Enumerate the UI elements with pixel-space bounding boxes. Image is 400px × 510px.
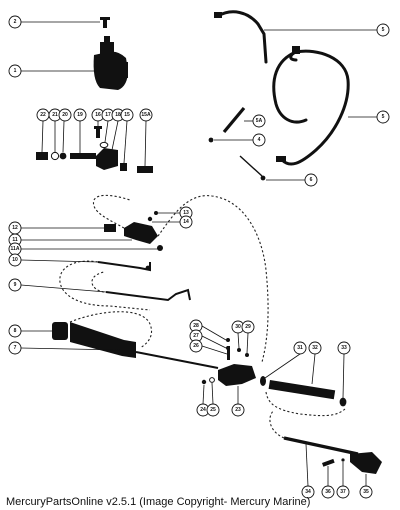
- part-16-screw: [94, 126, 102, 138]
- callout-15A: 15A: [141, 112, 151, 118]
- callout-26: 26: [193, 343, 199, 349]
- part-35-end-fitting: [350, 452, 382, 474]
- callout-32: 32: [312, 345, 318, 351]
- callout-23: 23: [235, 407, 241, 413]
- part-8-cylinder-cap: [52, 322, 68, 340]
- callout-20: 20: [62, 112, 68, 118]
- callout-5-upper: 5: [382, 27, 385, 33]
- callout-4: 4: [258, 137, 261, 143]
- part-15A-sleeve: [137, 166, 153, 173]
- callouts: 2 1 22 21 20 19 16 17 18 15 15A: [8, 15, 390, 499]
- part-19-rod: [70, 153, 96, 159]
- part-9-tube: [105, 288, 191, 302]
- callout-5-coil: 5: [382, 114, 385, 120]
- part-24-nut: [201, 379, 207, 385]
- part-33-cap: [339, 397, 347, 407]
- callout-30: 30: [235, 324, 241, 330]
- callout-21: 21: [52, 112, 58, 118]
- callout-17: 17: [105, 112, 111, 118]
- part-17-oring: [99, 141, 109, 149]
- callout-14: 14: [183, 219, 189, 225]
- callout-28: 28: [193, 323, 199, 329]
- part-18-valve-body: [96, 148, 118, 170]
- part-10-tube: [97, 261, 151, 272]
- callout-31: 31: [297, 345, 303, 351]
- part-14-nut: [147, 216, 153, 222]
- part-20-washer: [59, 152, 67, 160]
- callout-15: 15: [124, 112, 130, 118]
- callout-19: 19: [77, 112, 83, 118]
- part-37-clip: [341, 458, 345, 462]
- part-6-pin: [239, 155, 266, 181]
- part-4-fitting: [208, 137, 214, 143]
- callout-18: 18: [115, 112, 121, 118]
- part-21-washer: [50, 151, 60, 161]
- part-1-pump: [93, 36, 128, 90]
- callout-22: 22: [40, 112, 46, 118]
- part-23-bracket: [218, 364, 256, 386]
- part-36-pin: [322, 458, 335, 467]
- callout-29: 29: [245, 324, 251, 330]
- part-25-washer: [209, 377, 215, 383]
- callout-12: 12: [12, 225, 18, 231]
- callout-6: 6: [310, 177, 313, 183]
- part-15-spool: [120, 163, 127, 171]
- part-28-nut: [226, 338, 230, 342]
- part-7-cylinder: [70, 322, 219, 369]
- callout-36: 36: [325, 489, 331, 495]
- callout-11A: 11A: [11, 246, 20, 252]
- part-12-valve-assembly: [104, 222, 163, 251]
- callout-27: 27: [193, 333, 199, 339]
- callout-5A: 5A: [256, 118, 263, 124]
- callout-24: 24: [200, 407, 206, 413]
- part-5-hose-coil: [280, 49, 350, 166]
- callout-37: 37: [340, 489, 346, 495]
- image-copyright-caption: MercuryPartsOnline v2.5.1 (Image Copyrig…: [6, 496, 311, 508]
- callout-16: 16: [95, 112, 101, 118]
- callout-8: 8: [14, 328, 17, 334]
- part-13-screw: [154, 211, 158, 215]
- callout-10: 10: [12, 257, 18, 263]
- part-29-fitting: [245, 353, 249, 357]
- callout-7: 7: [14, 345, 17, 351]
- callout-35: 35: [363, 489, 369, 495]
- part-2-bolt: [100, 17, 110, 28]
- part-34-rod: [283, 436, 359, 456]
- part-5A-rod: [222, 106, 246, 134]
- callout-2: 2: [14, 19, 17, 25]
- part-26-bolt: [227, 346, 230, 360]
- part-22-bushing: [36, 152, 48, 160]
- part-5-upper-hose: [216, 10, 268, 64]
- callout-25: 25: [210, 407, 216, 413]
- part-31-seal: [260, 376, 266, 386]
- callout-9: 9: [14, 282, 17, 288]
- part-30-fitting: [237, 348, 241, 352]
- callout-33: 33: [341, 345, 347, 351]
- callout-1: 1: [14, 68, 17, 74]
- callout-34: 34: [305, 489, 311, 495]
- dashed-assembly-lines: [59, 194, 347, 439]
- callout-11: 11: [12, 237, 18, 243]
- callout-13: 13: [183, 210, 189, 216]
- part-32-tube: [268, 380, 336, 400]
